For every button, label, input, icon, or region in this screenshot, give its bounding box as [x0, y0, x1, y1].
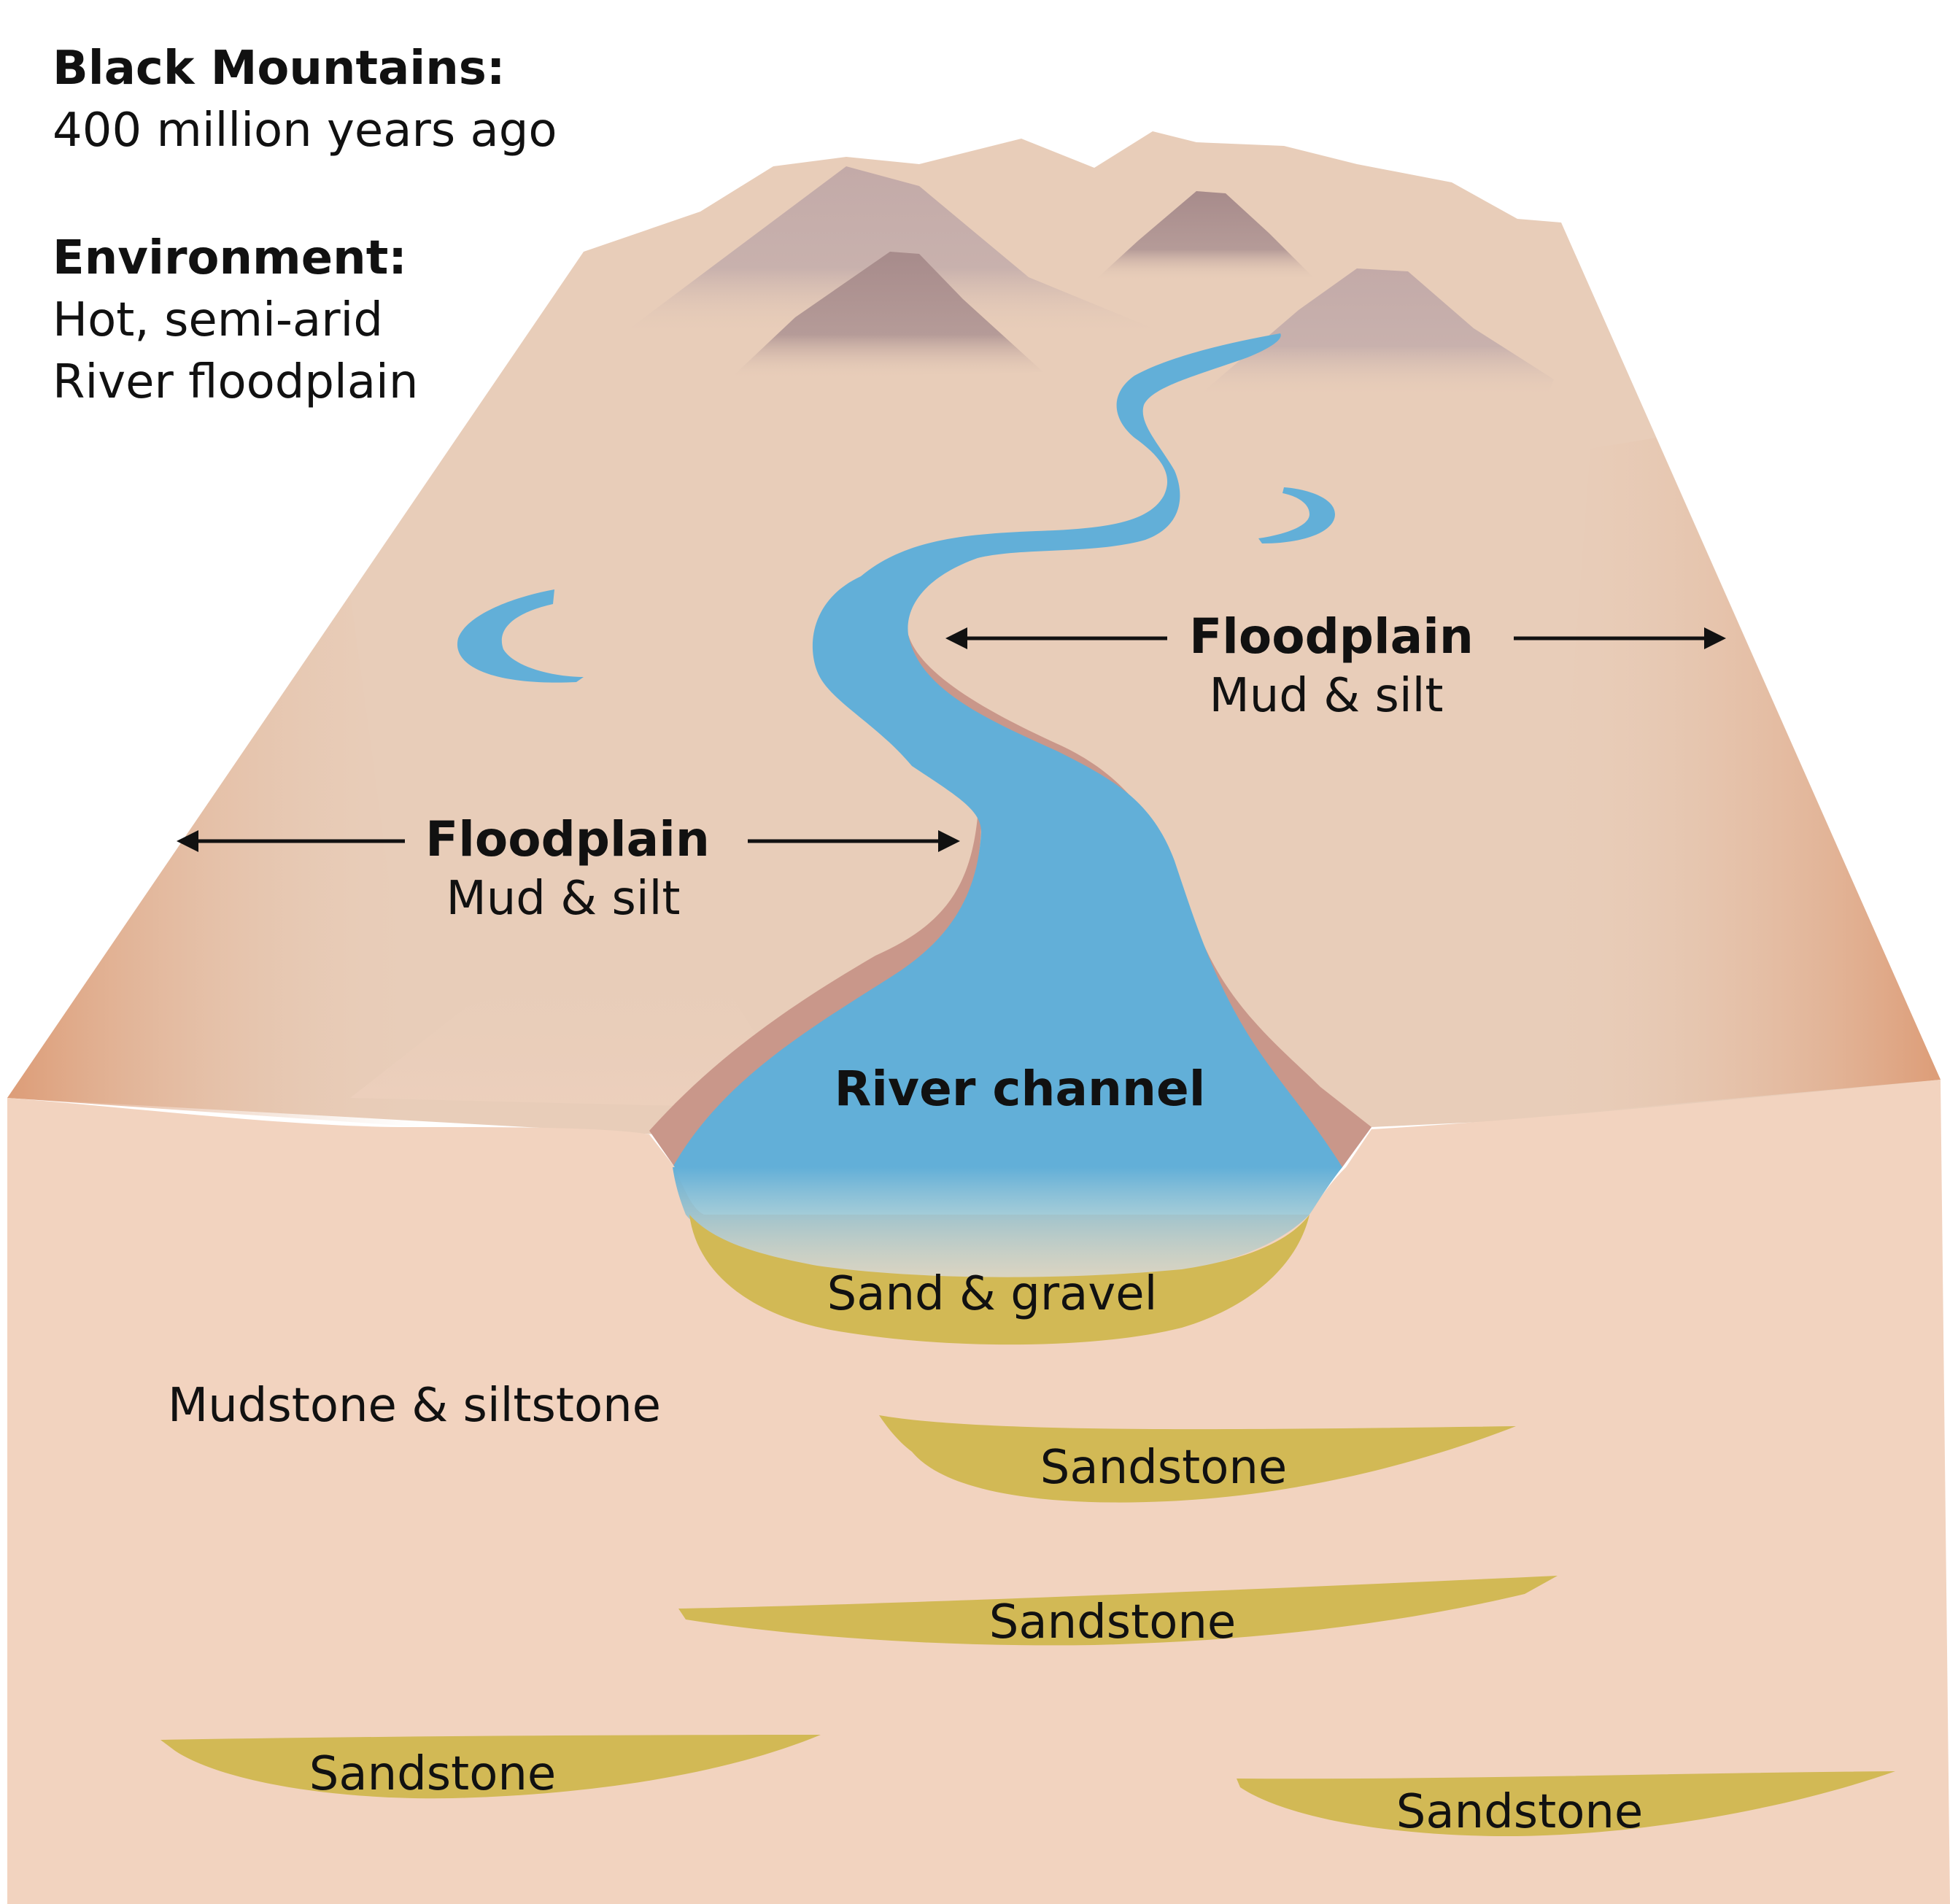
title-subheading: 400 million years ago: [53, 104, 557, 158]
foreground-hill-shading: [350, 948, 802, 1109]
right-edge-shading: [1539, 438, 1941, 1116]
oxbow-lake-left: [457, 589, 584, 683]
mountain-right: [1196, 268, 1554, 398]
mountain-center: [1094, 191, 1313, 281]
sandstone-label-1: Sandstone: [1040, 1441, 1288, 1495]
floodplain-left-title: Floodplain: [425, 811, 710, 867]
river-bank-right: [908, 635, 1371, 1167]
sandstone-label-2: Sandstone: [989, 1595, 1237, 1649]
sandstone-label-3: Sandstone: [309, 1747, 557, 1801]
floodplain-left-detail: Mud & silt: [446, 872, 681, 926]
sand-gravel-deposit: [689, 1215, 1309, 1345]
environment-heading: Environment:: [53, 231, 407, 285]
mountain-far-left: [620, 166, 1167, 336]
sandstone-label-4: Sandstone: [1396, 1785, 1644, 1839]
left-edge-shading: [7, 595, 423, 1127]
environment-line-2: River floodplain: [53, 355, 418, 409]
river-channel-label: River channel: [835, 1061, 1206, 1117]
mountains: [620, 166, 1554, 398]
floodplain-arrows: [177, 627, 1726, 852]
title-heading: Black Mountains:: [53, 42, 505, 96]
sandstone-lens-3: [160, 1735, 821, 1799]
floodplain-right-detail: Mud & silt: [1210, 669, 1444, 723]
ground-cross-section: [7, 1080, 1950, 1904]
channel-water: [673, 1167, 1342, 1280]
oxbow-lake-right: [1258, 487, 1335, 543]
mudstone-label: Mudstone & siltstone: [168, 1379, 661, 1433]
mountain-center-left: [730, 252, 1043, 379]
floodplain-right-title: Floodplain: [1189, 608, 1474, 665]
sandstone-lens-4: [1237, 1771, 1895, 1837]
river: [673, 333, 1342, 1167]
sandstone-lens-2: [678, 1576, 1558, 1646]
river-bank-left: [649, 817, 981, 1167]
sandstone-lens-1: [879, 1415, 1516, 1503]
environment-line-1: Hot, semi-arid: [53, 293, 383, 347]
sand-gravel-label: Sand & gravel: [827, 1267, 1158, 1321]
